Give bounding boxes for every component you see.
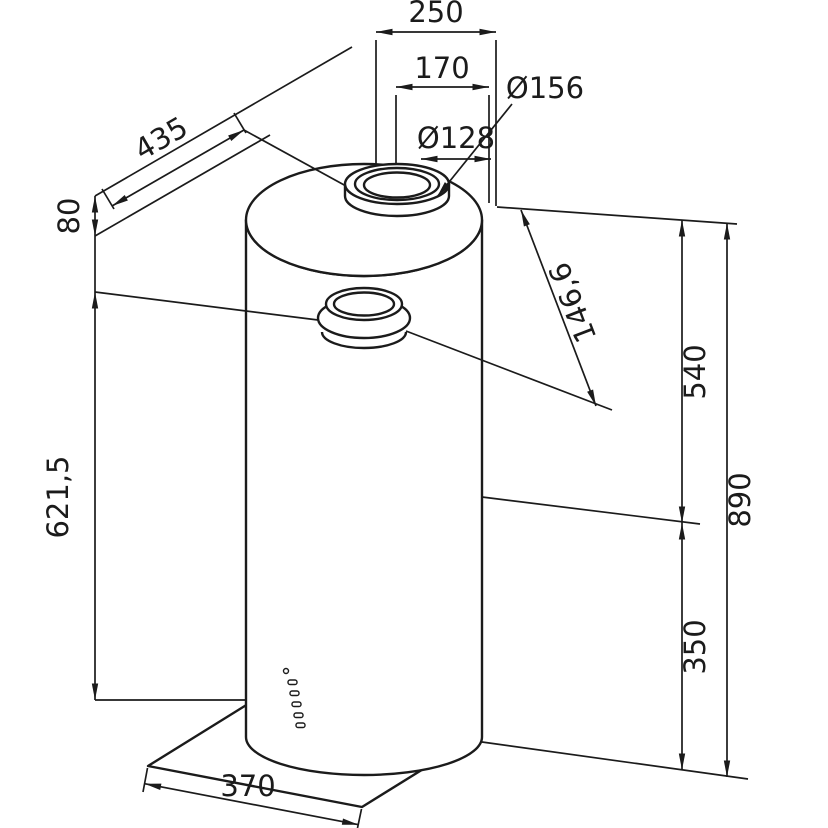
dim-label-spigot-distance: 146,6 (542, 258, 603, 348)
dim-label-top-width: 250 (408, 0, 463, 29)
leader-line-outer-diameter (436, 103, 513, 198)
button-icon (295, 722, 306, 729)
ext-line (481, 741, 749, 780)
dim-label-lower-height: 350 (678, 619, 712, 674)
button-icon (287, 679, 298, 686)
dim-label-body-height: 621,5 (41, 455, 75, 538)
ext-tick (233, 112, 247, 134)
dim-line-spigot-distance (520, 209, 597, 407)
spigot-leader-line (94, 291, 319, 321)
power-dot-icon (282, 667, 290, 675)
ext-line (496, 206, 738, 225)
dim-line-base-width (144, 782, 359, 826)
hood-body-group (146, 162, 484, 809)
dim-label-flue-inner-diameter: Ø128 (417, 121, 495, 155)
dimension-lines (91, 28, 731, 826)
button-icon (291, 701, 302, 708)
dim-line-top-depth (111, 129, 245, 207)
dim-label-upper-height: 540 (678, 344, 712, 399)
dim-label-flue-outer-diameter: Ø156 (506, 71, 584, 105)
spigot-lower-arc (320, 331, 408, 350)
dim-label-flue-offset: 170 (414, 51, 469, 85)
flue-inner-ring (362, 171, 432, 199)
ext-line (243, 129, 347, 187)
dim-label-total-height: 890 (723, 472, 757, 527)
dim-label-ceiling-gap: 80 (52, 198, 86, 235)
spigot-opening-inner (332, 291, 396, 317)
button-icon (289, 690, 300, 697)
control-buttons (282, 667, 306, 729)
top-edge-line (94, 134, 271, 237)
dim-label-base-width: 370 (220, 769, 275, 803)
button-icon (293, 712, 304, 719)
ext-tick (142, 767, 149, 793)
extension-lines (94, 40, 749, 828)
ext-line (481, 496, 701, 525)
